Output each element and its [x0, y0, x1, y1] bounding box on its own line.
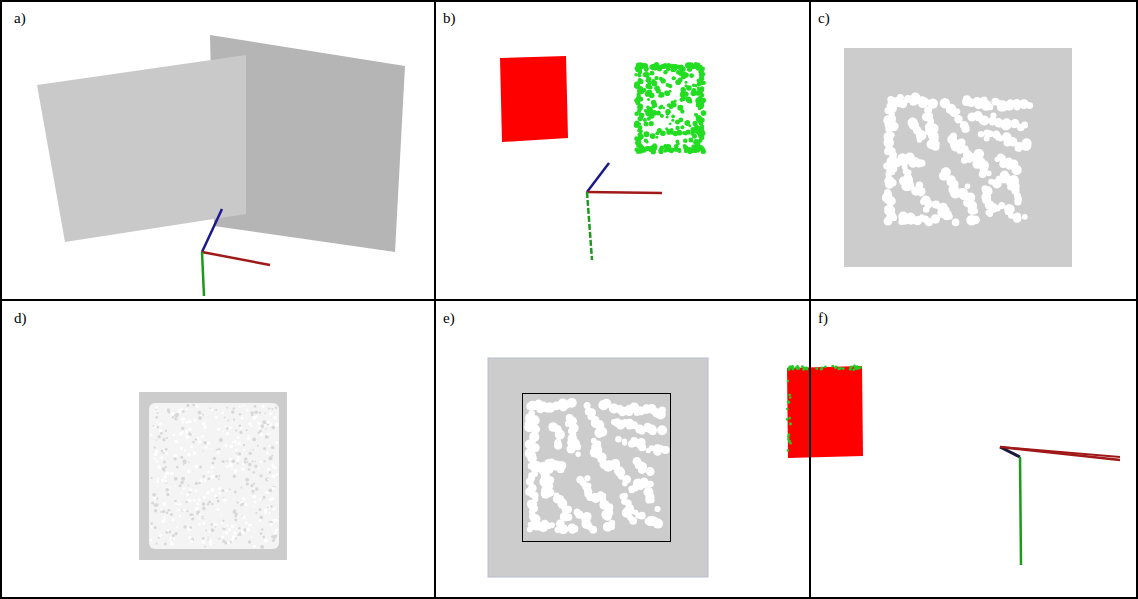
panel-label: e)	[443, 310, 455, 327]
green-cloud	[634, 62, 707, 154]
plane	[37, 55, 246, 242]
occupancy-pattern	[524, 398, 669, 534]
panel-label: a)	[14, 10, 26, 27]
red-cloud	[500, 56, 568, 142]
panel-label: d)	[14, 310, 27, 327]
dense-pattern	[149, 403, 279, 549]
panel-label: b)	[443, 10, 456, 27]
occupancy-pattern	[882, 93, 1033, 227]
red-cloud	[787, 366, 863, 458]
panel-label: c)	[818, 10, 830, 27]
panel-label: f)	[818, 310, 828, 327]
green-edge	[786, 365, 862, 452]
